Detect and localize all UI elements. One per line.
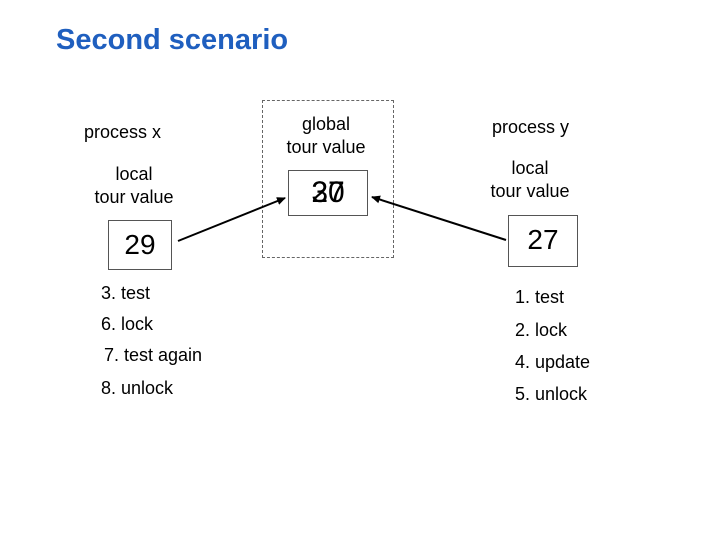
global-label-line1: global: [301, 114, 351, 134]
process-x-label: process x: [84, 122, 162, 142]
process-y-local-label-line2: tour value: [490, 181, 570, 201]
process-y-local-label: local tour value: [480, 157, 580, 203]
global-label: global tour value: [266, 113, 386, 159]
process-y-step-2: 2. lock: [515, 320, 568, 340]
process-y-step-3: 4. update: [515, 352, 591, 372]
global-value-old: 30: [311, 176, 345, 209]
process-x-step-1: 3. test: [101, 283, 151, 303]
global-value-new: 27: [311, 176, 345, 209]
process-x-local-label-line2: tour value: [94, 187, 174, 207]
process-x-local-label: local tour value: [84, 163, 184, 209]
global-value-box: 30 27: [288, 170, 368, 216]
process-x-step-4: 8. unlock: [101, 378, 174, 398]
global-region: [262, 100, 394, 258]
process-x-local-label-line1: local: [115, 164, 153, 184]
process-y-step-4: 5. unlock: [515, 384, 588, 404]
process-y-step-1: 1. test: [515, 287, 565, 307]
process-y-value-box: 27: [508, 215, 578, 267]
global-label-line2: tour value: [286, 137, 366, 157]
arrow-x-to-global: [177, 197, 286, 242]
process-y-label: process y: [492, 117, 570, 137]
process-y-local-label-line1: local: [511, 158, 549, 178]
arrow-y-to-global: [371, 195, 507, 241]
slide-title: Second scenario: [56, 24, 289, 56]
process-x-step-3: 7. test again: [104, 345, 203, 365]
process-x-value-box: 29: [108, 220, 172, 270]
process-x-step-2: 6. lock: [101, 314, 154, 334]
